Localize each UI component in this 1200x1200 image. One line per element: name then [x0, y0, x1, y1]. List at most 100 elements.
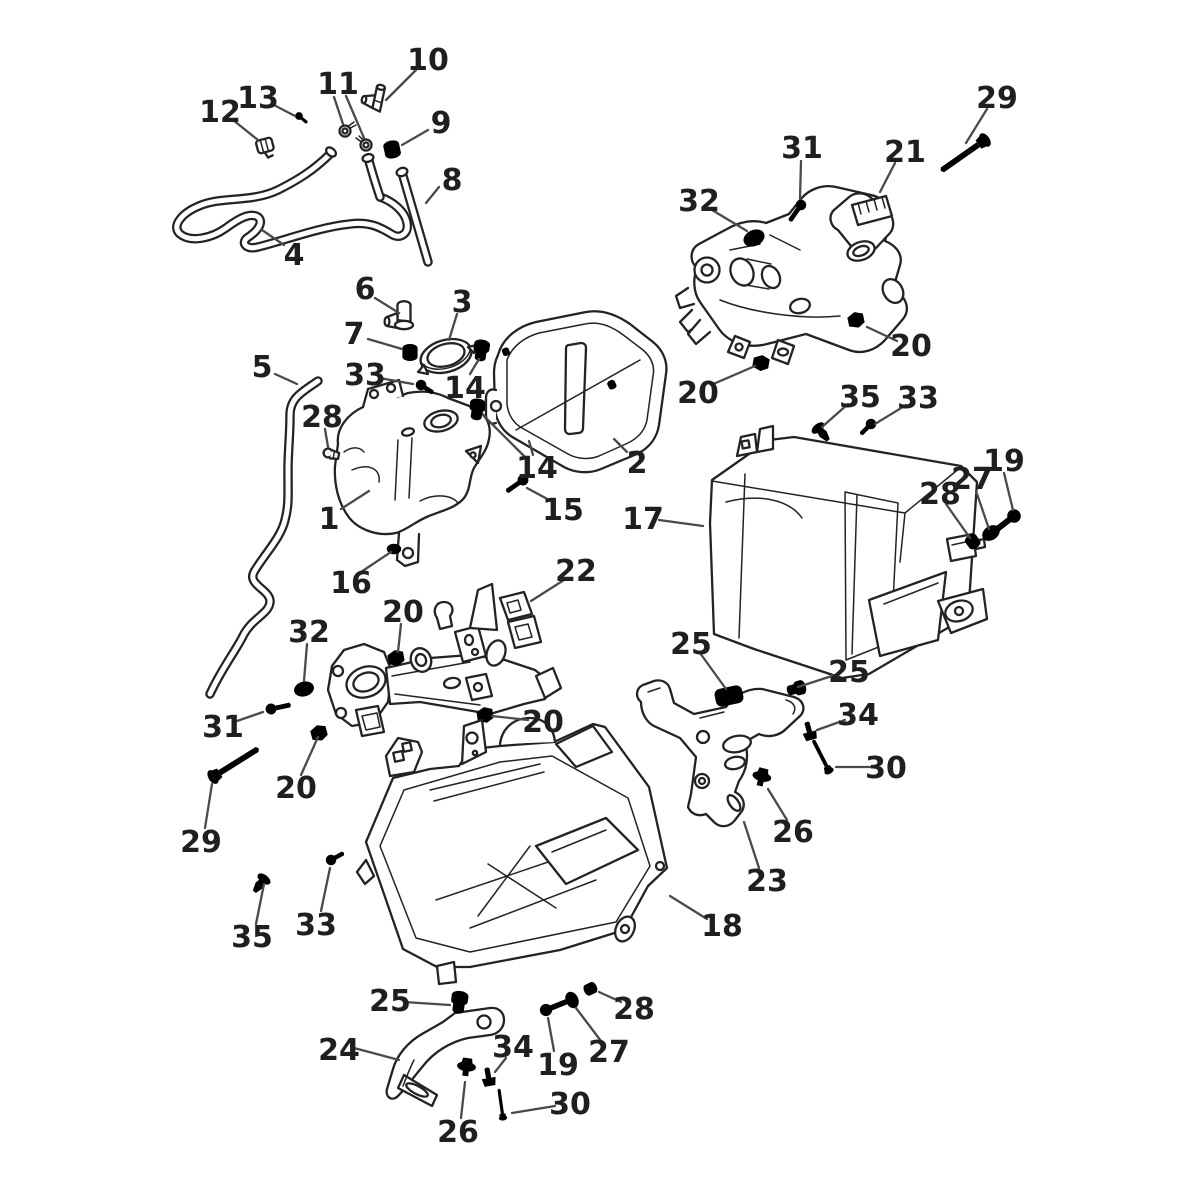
part-7-grommet-art: [402, 343, 418, 362]
callout-number: 34: [837, 698, 879, 733]
part-5-hose-art: [205, 376, 323, 699]
callout-number: 1: [319, 502, 340, 537]
leader-line: [796, 673, 837, 689]
part-23-bracket-art: [635, 679, 805, 828]
part-10-t-fitting-art: [360, 83, 387, 113]
leader-line: [468, 357, 481, 376]
leader-line: [352, 1046, 401, 1062]
callout-number: 28: [613, 992, 655, 1027]
callout-number: 33: [344, 358, 386, 393]
part-2-cover-art: [484, 310, 668, 474]
callout-number: 17: [622, 502, 664, 537]
callout-34-49: 34: [492, 1030, 534, 1074]
part-11-clamp-b-art: [355, 135, 373, 152]
callout-number: 33: [897, 381, 939, 416]
callout-20-12: 20: [677, 364, 757, 411]
leader-line: [878, 161, 897, 194]
callout-number: 3: [452, 285, 473, 320]
callout-number: 5: [252, 350, 273, 385]
leader-line: [396, 622, 403, 654]
callout-number: 32: [288, 615, 330, 650]
leader-line: [574, 1006, 603, 1043]
leader-line: [231, 118, 260, 142]
callout-number: 21: [884, 135, 926, 170]
callout-25-38: 25: [670, 627, 728, 691]
callout-number: 31: [781, 131, 823, 166]
leader-line: [820, 402, 850, 429]
callout-number: 35: [231, 920, 273, 955]
leader-line: [1002, 471, 1015, 512]
callout-30-53: 30: [510, 1087, 591, 1122]
callout-14-19: 14: [444, 357, 486, 406]
callout-number: 25: [828, 655, 870, 690]
callout-16-24: 16: [330, 550, 393, 601]
callout-2-23: 2: [612, 437, 648, 481]
callout-number: 8: [442, 163, 463, 198]
leader-line: [319, 866, 332, 913]
leader-line: [944, 502, 972, 540]
callout-17-25: 17: [622, 502, 705, 537]
callout-number: 9: [431, 106, 452, 141]
leader-line: [709, 364, 757, 387]
leader-line: [490, 714, 530, 722]
leader-line: [815, 718, 847, 732]
leader-line: [273, 372, 299, 386]
callout-32-10: 32: [678, 184, 749, 233]
leader-line: [742, 820, 761, 870]
callout-35-33: 35: [820, 380, 881, 429]
callout-number: 10: [407, 43, 449, 78]
callout-number: 27: [951, 462, 993, 497]
callout-28-18: 28: [301, 400, 343, 449]
callout-3-14: 3: [447, 285, 473, 342]
part-26-bolt-a-art: [750, 766, 774, 789]
callout-number: 34: [492, 1030, 534, 1065]
callout-number: 29: [180, 825, 222, 860]
part-29-bolt-b-art: [205, 741, 263, 786]
leader-line: [529, 578, 566, 603]
leader-line: [235, 710, 265, 723]
callout-number: 7: [344, 317, 365, 352]
callout-4-6: 4: [260, 228, 305, 273]
callout-number: 26: [772, 815, 814, 850]
part-19-bolt-b-art: [538, 995, 570, 1018]
callout-number: 4: [284, 238, 305, 273]
callout-number: 31: [202, 710, 244, 745]
callout-number: 2: [627, 446, 648, 481]
callout-27-36: 27: [951, 462, 993, 531]
part-1-expansion-tank-art: [333, 378, 491, 568]
callout-number: 25: [670, 627, 712, 662]
leader-line: [525, 486, 553, 503]
part-17-battery-box-art: [708, 424, 989, 680]
callout-number: 20: [677, 376, 719, 411]
part-35-rivet-b-art: [248, 871, 273, 897]
callout-7-15: 7: [344, 317, 404, 352]
part-29-bolt-a-art: [936, 131, 994, 178]
callout-33-16: 33: [344, 358, 415, 393]
callout-26-42: 26: [766, 787, 814, 850]
leader-line: [493, 1056, 508, 1074]
callout-number: 12: [199, 95, 241, 130]
part-4-hose-art: [172, 146, 413, 253]
callout-31-8: 31: [781, 131, 823, 201]
part-11-clamp-a-art: [338, 121, 357, 138]
callout-30-41: 30: [834, 751, 907, 786]
part-33-screw-c-art: [323, 848, 347, 868]
callout-33-34: 33: [873, 381, 939, 426]
callout-number: 15: [542, 493, 584, 528]
callout-number: 20: [382, 595, 424, 630]
callout-20-31: 20: [275, 735, 320, 806]
callout-number: 33: [295, 908, 337, 943]
leader-line: [299, 735, 320, 777]
callout-19-35: 19: [983, 444, 1025, 512]
callout-31-29: 31: [202, 710, 265, 745]
leader-line: [254, 882, 266, 926]
callout-9-4: 9: [400, 106, 452, 147]
callout-number: 19: [983, 444, 1025, 479]
callout-29-32: 29: [180, 782, 222, 860]
leader-line: [597, 990, 623, 1004]
callout-24-48: 24: [318, 1033, 401, 1068]
callout-number: 35: [839, 380, 881, 415]
callout-number: 27: [588, 1035, 630, 1070]
leader-line: [344, 94, 366, 140]
callout-number: 30: [549, 1087, 591, 1122]
